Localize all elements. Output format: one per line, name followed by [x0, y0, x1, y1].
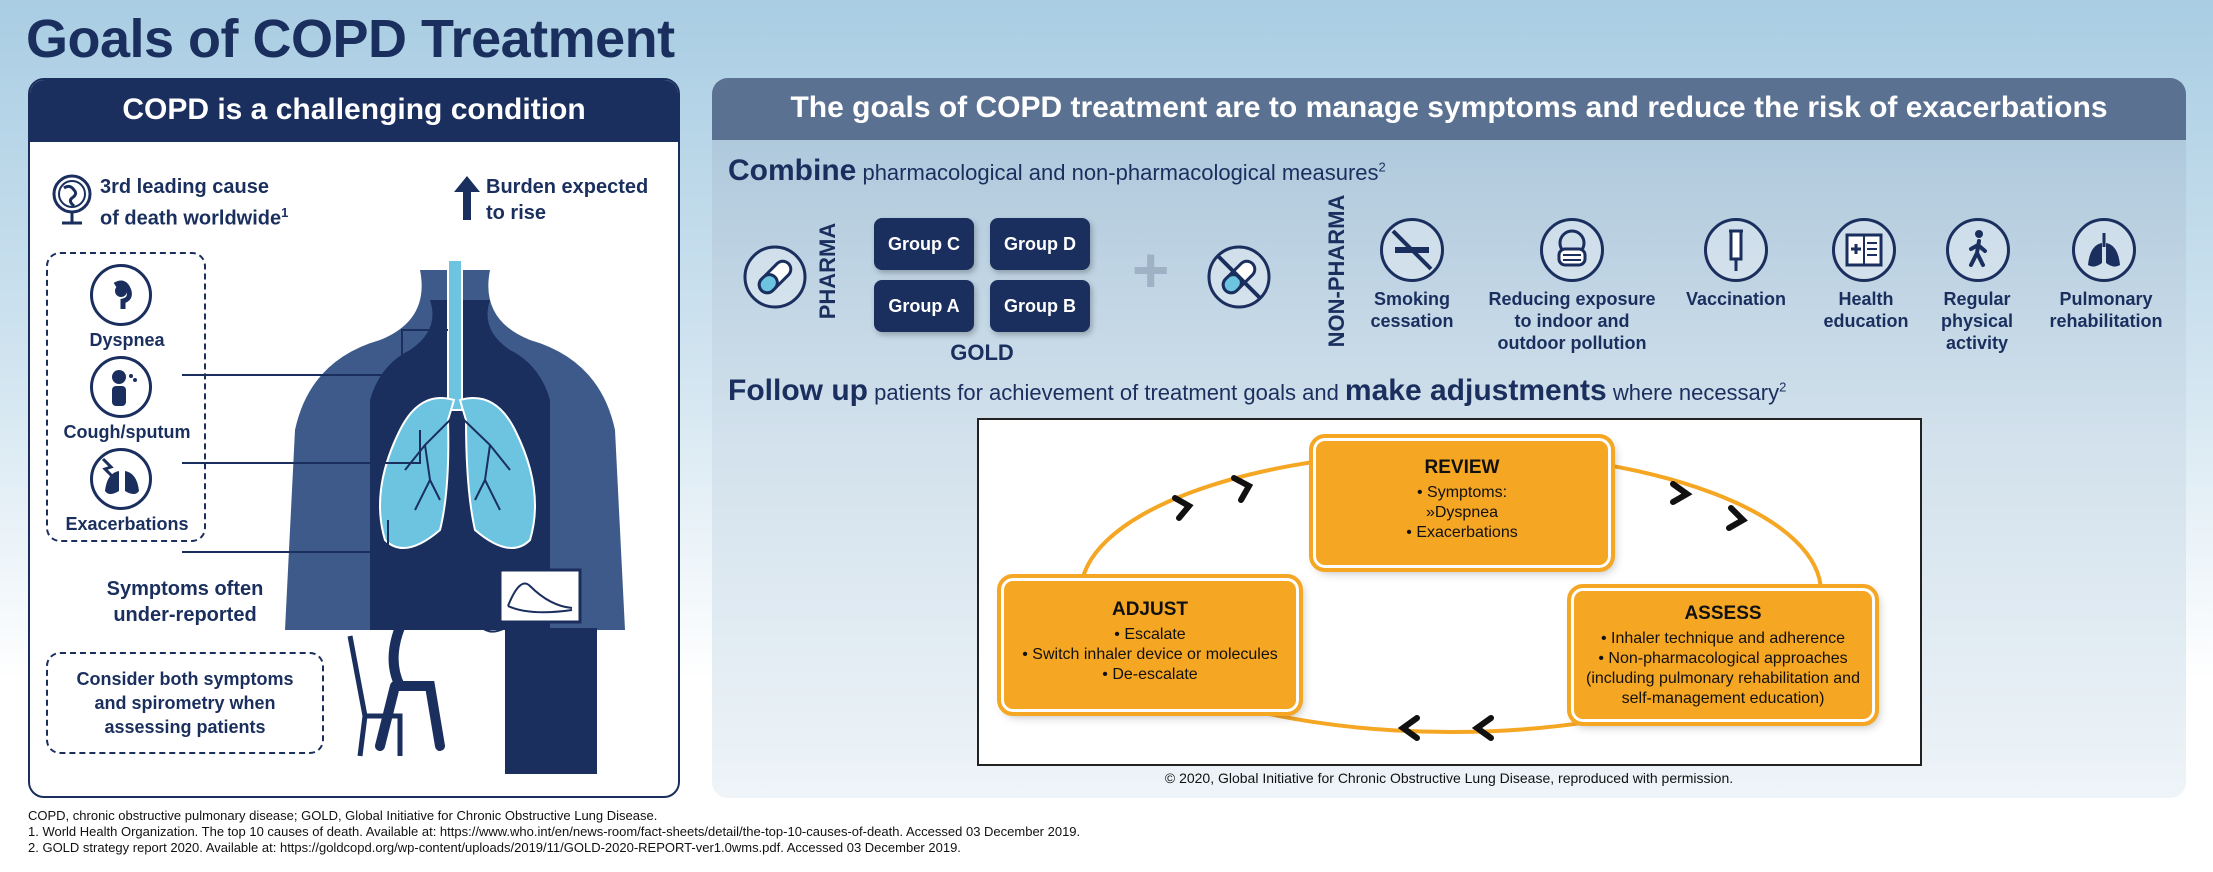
cycle-arrow	[1172, 495, 1194, 521]
left-panel: COPD is a challenging condition 3rd lead…	[28, 78, 680, 798]
review-item: »Dyspnea	[1425, 504, 1499, 521]
adjust-item: • De-escalate	[1102, 666, 1198, 683]
spirometry-illustration	[347, 568, 597, 774]
adjust-box: ADJUST • Escalate • Switch inhaler devic…	[997, 574, 1303, 716]
review-item: • Symptoms:	[1416, 484, 1508, 501]
symptom-label-dyspnea: Dyspnea	[89, 330, 165, 350]
mask-icon	[1540, 218, 1604, 282]
right-panel: The goals of COPD treatment are to manag…	[712, 78, 2186, 798]
dyspnea-icon	[90, 264, 152, 326]
lungs-body-illustration	[182, 230, 625, 630]
right-panel-header: The goals of COPD treatment are to manag…	[712, 78, 2186, 140]
cough-icon	[90, 356, 152, 418]
symptom-label-cough: Cough/sputum	[63, 422, 191, 442]
group-d-badge: Group D	[990, 218, 1090, 270]
assess-item: (including pulmonary rehabilitation and	[1586, 670, 1860, 687]
no-smoking-icon	[1380, 218, 1444, 282]
stat-leading-cause: 3rd leading cause of death worldwide1	[100, 176, 289, 230]
assess-item: self-management education)	[1621, 690, 1825, 707]
no-pill-icon	[1207, 245, 1271, 309]
plus-icon: +	[1132, 234, 1170, 306]
group-a-badge: Group A	[874, 280, 974, 332]
globe-icon	[52, 174, 92, 225]
symptom-label-exacerbations: Exacerbations	[65, 514, 189, 534]
lungs-lightning-icon	[90, 448, 152, 510]
assess-item: • Non-pharmacological approaches	[1598, 650, 1848, 667]
copyright-text: © 2020, Global Initiative for Chronic Ob…	[1164, 770, 1734, 786]
combine-heading: Combine pharmacological and non-pharmaco…	[728, 154, 1386, 187]
footnotes: COPD, chronic obstructive pulmonary dise…	[28, 808, 1080, 856]
symptoms-box	[46, 252, 206, 542]
page-title: Goals of COPD Treatment	[26, 9, 675, 69]
adjust-item: • Switch inhaler device or molecules	[1022, 646, 1278, 663]
pill-icon	[743, 245, 807, 309]
adjust-item: • Escalate	[1114, 626, 1186, 643]
syringe-icon	[1704, 218, 1768, 282]
review-box: REVIEW • Symptoms: »Dyspnea • Exacerbati…	[1309, 434, 1615, 572]
group-b-badge: Group B	[990, 280, 1090, 332]
followup-heading: Follow up patients for achievement of tr…	[728, 374, 1787, 407]
pharma-label: PHARMA	[815, 222, 840, 320]
arrow-up-icon	[454, 176, 480, 220]
adjust-title: ADJUST	[1111, 599, 1188, 620]
footnote-abbreviations: COPD, chronic obstructive pulmonary dise…	[28, 808, 658, 823]
review-title: REVIEW	[1424, 457, 1500, 478]
lungs-icon	[2072, 218, 2136, 282]
review-item: • Exacerbations	[1406, 524, 1518, 541]
left-panel-header: COPD is a challenging condition	[30, 80, 678, 142]
assess-title: ASSESS	[1684, 603, 1762, 624]
gold-cycle-diagram: REVIEW • Symptoms: »Dyspnea • Exacerbati…	[977, 418, 1922, 766]
book-icon	[1832, 218, 1896, 282]
assess-item: • Inhaler technique and adherence	[1600, 630, 1845, 647]
nonpharma-item-vaccination: Vaccination	[1685, 289, 1787, 309]
footnote-2: 2. GOLD strategy report 2020. Available …	[28, 840, 961, 855]
footnote-1: 1. World Health Organization. The top 10…	[28, 824, 1081, 839]
walking-icon	[1946, 218, 2010, 282]
group-c-badge: Group C	[874, 218, 974, 270]
consider-box: Consider both symptoms and spirometry wh…	[46, 652, 324, 754]
assess-box: ASSESS • Inhaler technique and adherence…	[1567, 584, 1879, 726]
stat-burden: Burden expected to rise	[486, 176, 649, 224]
gold-label: GOLD	[950, 340, 1014, 365]
underreported-text: Symptoms often under-reported	[106, 578, 264, 626]
